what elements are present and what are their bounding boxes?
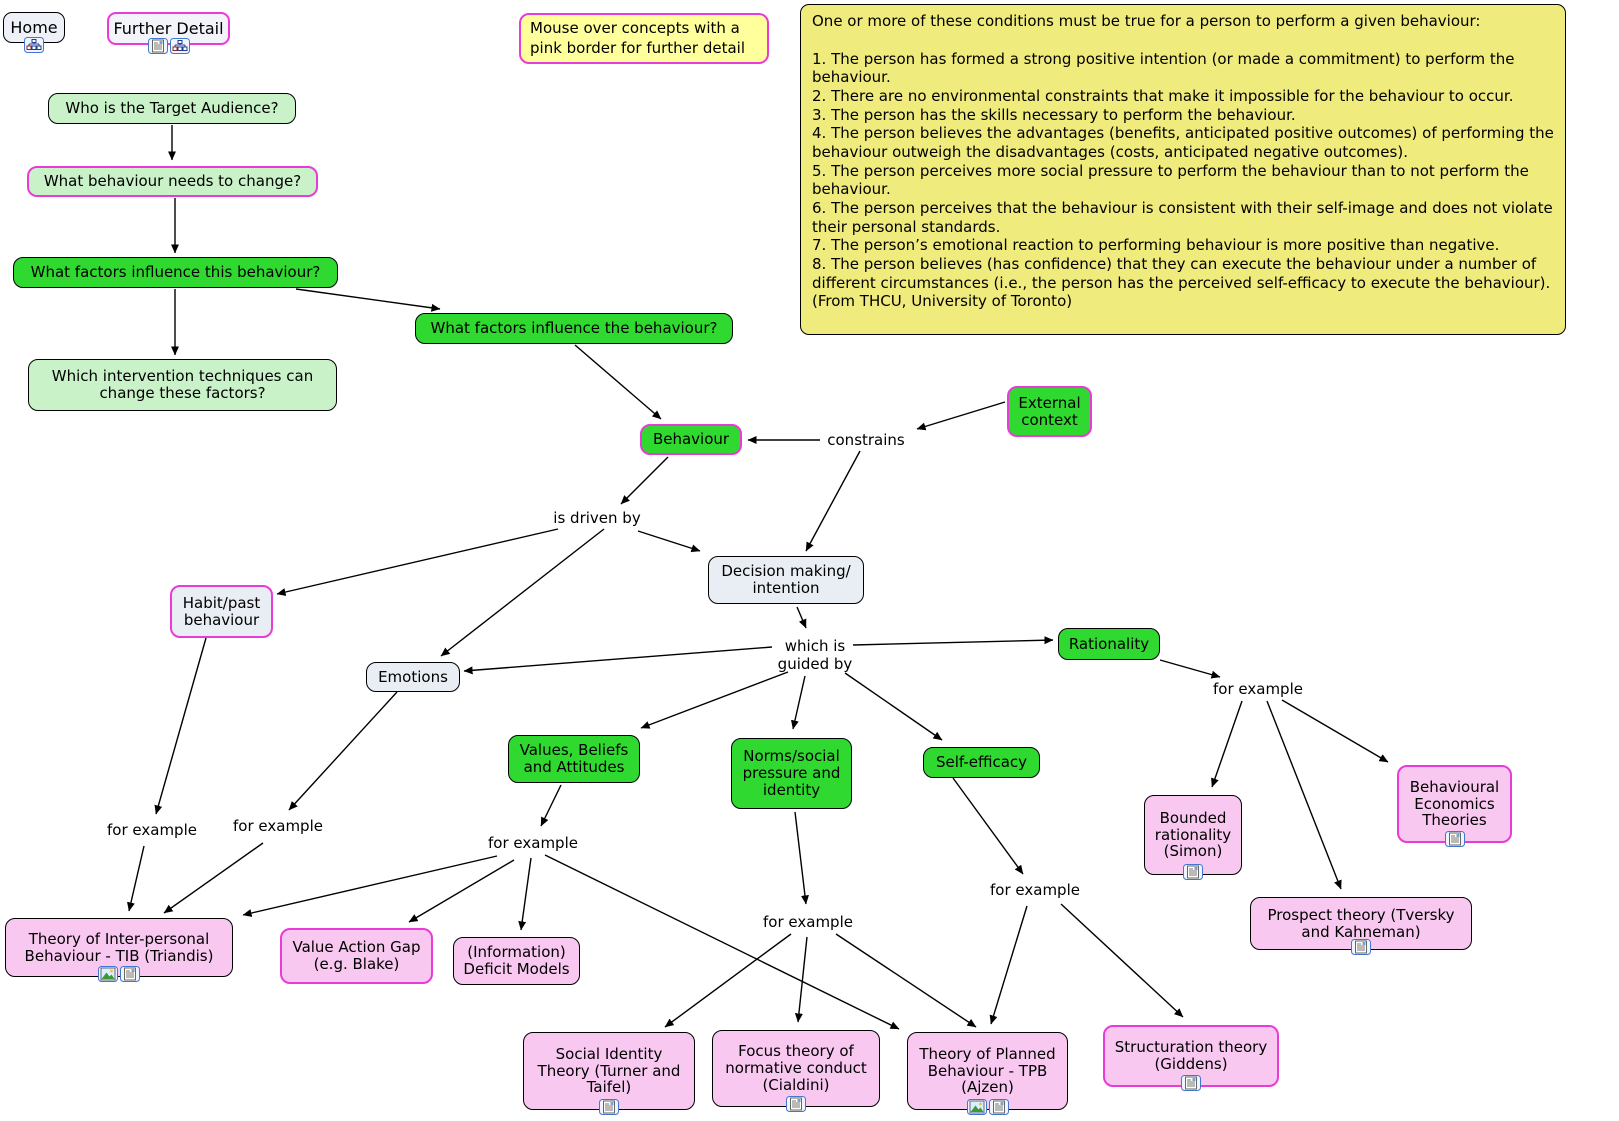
node-label: External context bbox=[1018, 393, 1081, 429]
node-prospect-theory[interactable]: Prospect theory (Tversky and Kahneman) bbox=[1250, 897, 1472, 956]
node-label: Rationality bbox=[1068, 634, 1150, 653]
node-label: Which intervention techniques can change… bbox=[51, 367, 314, 402]
node-resource-icons[interactable] bbox=[786, 1096, 806, 1116]
doc-icon[interactable] bbox=[1183, 864, 1203, 884]
doc-icon[interactable] bbox=[1444, 831, 1465, 851]
node-behavioural-econ[interactable]: Behavioural Economics Theories bbox=[1397, 765, 1512, 848]
image-icon[interactable] bbox=[966, 1099, 987, 1119]
further-detail-button-icons[interactable] bbox=[147, 38, 190, 58]
conditions-item: 8. The person believes (has confidence) … bbox=[812, 255, 1551, 292]
conditions-intro: One or more of these conditions must be … bbox=[812, 12, 1481, 30]
conditions-item: 6. The person perceives that the behavio… bbox=[812, 199, 1553, 236]
conditions-item: 4. The person believes the advantages (b… bbox=[812, 124, 1554, 162]
node-label: Value Action Gap (e.g. Blake) bbox=[292, 938, 421, 973]
node-q-intervention[interactable]: Which intervention techniques can change… bbox=[28, 359, 337, 411]
node-norms-social[interactable]: Norms/social pressure and identity bbox=[731, 738, 852, 809]
node-emotions[interactable]: Emotions bbox=[366, 662, 460, 692]
node-resource-icons[interactable] bbox=[1181, 1075, 1201, 1095]
doc-icon[interactable] bbox=[120, 966, 140, 986]
node-decision-making[interactable]: Decision making/ intention bbox=[708, 556, 864, 604]
conditions-note: One or more of these conditions must be … bbox=[800, 4, 1566, 335]
node-label: Bounded rationality (Simon) bbox=[1154, 808, 1232, 861]
node-label: What behaviour needs to change? bbox=[43, 172, 302, 191]
link-label-for-example-1: for example bbox=[107, 821, 197, 839]
node-deficit-models[interactable]: (Information) Deficit Models bbox=[453, 937, 580, 985]
node-rationality[interactable]: Rationality bbox=[1058, 628, 1160, 660]
link-label-for-example-4: for example bbox=[763, 913, 853, 931]
tree-icon[interactable] bbox=[169, 38, 190, 58]
node-resource-icons[interactable] bbox=[966, 1099, 1009, 1119]
link-label-is-driven-by: is driven by bbox=[553, 509, 641, 527]
node-focus-theory[interactable]: Focus theory of normative conduct (Ciald… bbox=[712, 1030, 880, 1113]
doc-icon[interactable] bbox=[1181, 1075, 1201, 1095]
node-behaviour[interactable]: Behaviour bbox=[640, 424, 742, 455]
doc-icon[interactable] bbox=[147, 38, 168, 58]
conditions-list: 1. The person has formed a strong positi… bbox=[812, 50, 1554, 293]
node-label: (Information) Deficit Models bbox=[463, 943, 570, 978]
node-label: Behaviour bbox=[652, 430, 730, 449]
home-button-icons[interactable] bbox=[24, 37, 44, 57]
node-resource-icons[interactable] bbox=[98, 966, 140, 986]
mouseover-instruction-text: Mouse over concepts with a pink border f… bbox=[530, 18, 745, 57]
node-label: Self-efficacy bbox=[935, 753, 1028, 772]
node-q-audience[interactable]: Who is the Target Audience? bbox=[48, 93, 296, 124]
node-tib[interactable]: Theory of Inter-personal Behaviour - TIB… bbox=[5, 918, 233, 983]
node-label: Values, Beliefs and Attitudes bbox=[519, 741, 629, 776]
node-q-behaviour-change[interactable]: What behaviour needs to change? bbox=[27, 166, 318, 197]
node-label: Theory of Planned Behaviour - TPB (Ajzen… bbox=[919, 1044, 1056, 1097]
node-label: Theory of Inter-personal Behaviour - TIB… bbox=[24, 929, 214, 965]
node-label: Structuration theory (Giddens) bbox=[1114, 1038, 1268, 1073]
node-label: Norms/social pressure and identity bbox=[742, 747, 841, 799]
node-resource-icons[interactable] bbox=[599, 1099, 619, 1119]
node-label: Who is the Target Audience? bbox=[65, 99, 279, 118]
mouseover-instruction-note: Mouse over concepts with a pink border f… bbox=[519, 13, 769, 64]
node-q-factors-this[interactable]: What factors influence this behaviour? bbox=[13, 257, 338, 288]
home-button-label: Home bbox=[10, 18, 58, 37]
node-self-efficacy[interactable]: Self-efficacy bbox=[923, 747, 1040, 778]
conditions-item: 3. The person has the skills necessary t… bbox=[812, 105, 1296, 124]
link-label-for-example-3: for example bbox=[488, 834, 578, 852]
node-resource-icons[interactable] bbox=[1351, 939, 1371, 959]
link-label-constrains: constrains bbox=[827, 431, 905, 449]
node-bounded-rationality[interactable]: Bounded rationality (Simon) bbox=[1144, 795, 1242, 881]
node-label: Emotions bbox=[378, 667, 448, 686]
home-button[interactable]: Home bbox=[3, 12, 65, 53]
conditions-source: (From THCU, University of Toronto) bbox=[812, 292, 1073, 311]
link-label-for-example-6: for example bbox=[1213, 680, 1303, 698]
node-resource-icons[interactable] bbox=[1444, 831, 1465, 851]
node-label: Decision making/ intention bbox=[721, 562, 851, 597]
node-label: Habit/past behaviour bbox=[182, 593, 261, 629]
node-social-identity[interactable]: Social Identity Theory (Turner and Taife… bbox=[523, 1032, 695, 1116]
further-detail-button[interactable]: Further Detail bbox=[107, 12, 230, 54]
node-label: Behavioural Economics Theories bbox=[1409, 777, 1500, 830]
doc-icon[interactable] bbox=[988, 1099, 1009, 1119]
conditions-item: 7. The person’s emotional reaction to pe… bbox=[812, 236, 1500, 255]
node-q-factors-the[interactable]: What factors influence the behaviour? bbox=[415, 313, 733, 344]
node-label: What factors influence the behaviour? bbox=[430, 319, 718, 338]
node-resource-icons[interactable] bbox=[1183, 864, 1203, 884]
conditions-item: 2. There are no environmental constraint… bbox=[812, 87, 1514, 106]
doc-icon[interactable] bbox=[786, 1096, 806, 1116]
doc-icon[interactable] bbox=[1351, 939, 1371, 959]
conditions-item: 1. The person has formed a strong positi… bbox=[812, 49, 1515, 87]
link-label-for-example-2: for example bbox=[233, 817, 323, 835]
node-habit-past[interactable]: Habit/past behaviour bbox=[170, 585, 273, 638]
node-values-beliefs[interactable]: Values, Beliefs and Attitudes bbox=[508, 735, 640, 783]
node-label: Social Identity Theory (Turner and Taife… bbox=[537, 1044, 681, 1097]
node-tpb[interactable]: Theory of Planned Behaviour - TPB (Ajzen… bbox=[907, 1032, 1068, 1116]
image-icon[interactable] bbox=[98, 966, 118, 986]
doc-icon[interactable] bbox=[599, 1099, 619, 1119]
node-label: Prospect theory (Tversky and Kahneman) bbox=[1267, 905, 1455, 941]
node-external-context[interactable]: External context bbox=[1007, 386, 1092, 437]
tree-icon[interactable] bbox=[24, 37, 44, 57]
node-value-action-gap[interactable]: Value Action Gap (e.g. Blake) bbox=[280, 928, 433, 984]
conditions-item: 5. The person perceives more social pres… bbox=[812, 161, 1529, 199]
node-structuration[interactable]: Structuration theory (Giddens) bbox=[1103, 1025, 1279, 1092]
further-detail-button-label: Further Detail bbox=[113, 19, 224, 38]
node-label: Focus theory of normative conduct (Ciald… bbox=[725, 1042, 867, 1094]
link-label-which-is-guided-by: which is guided by bbox=[777, 637, 853, 673]
node-label: What factors influence this behaviour? bbox=[30, 263, 321, 282]
link-label-for-example-5: for example bbox=[990, 881, 1080, 899]
